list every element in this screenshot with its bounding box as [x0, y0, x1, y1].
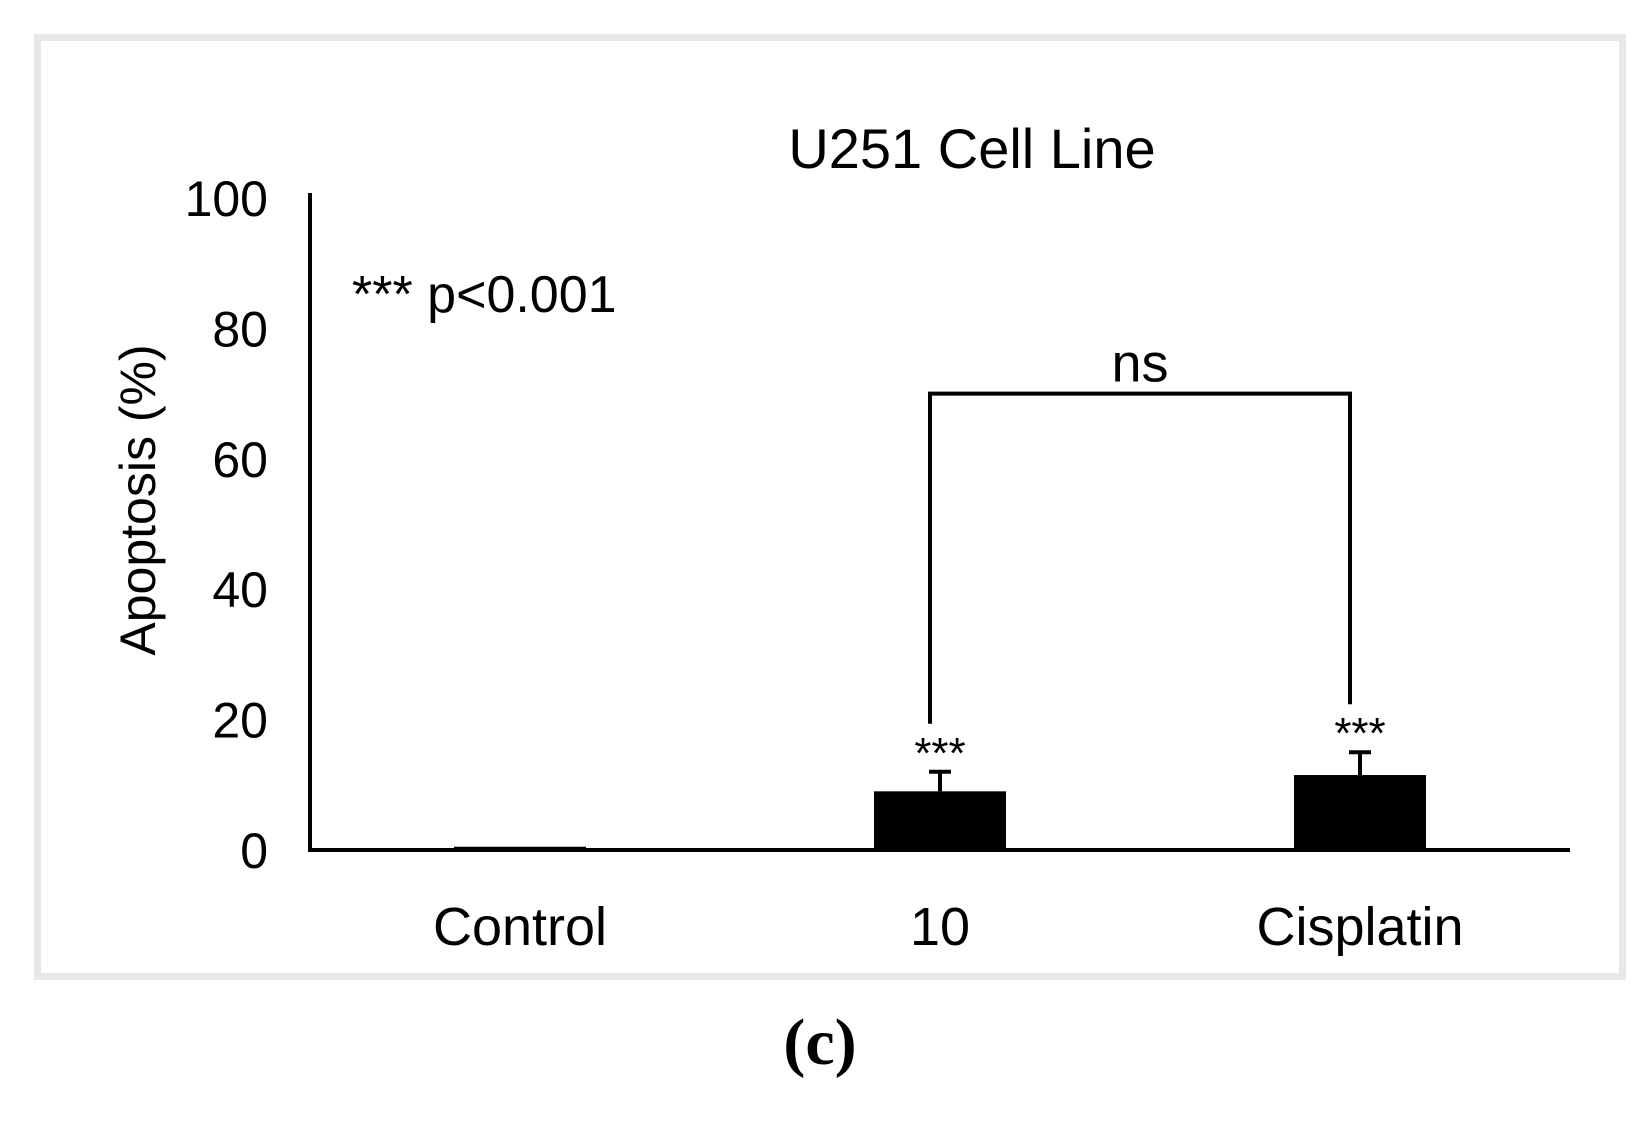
y-tick-label: 0 [240, 823, 268, 879]
y-tick-label: 20 [212, 693, 268, 749]
bar-significance-label: *** [1334, 709, 1385, 758]
significance-note: *** p<0.001 [352, 266, 617, 324]
x-tick-label: Control [433, 897, 607, 957]
x-tick-label: Cisplatin [1256, 897, 1463, 957]
y-tick-label: 60 [212, 432, 268, 488]
y-tick-label: 40 [212, 562, 268, 618]
bar-chart: U251 Cell Line Apoptosis (%) *** p<0.001… [110, 117, 1570, 957]
y-tick-label: 100 [185, 171, 268, 227]
y-axis-label: Apoptosis (%) [110, 344, 166, 655]
bar-significance-labels: *** *** [914, 709, 1385, 778]
y-tick-labels: 0 20 40 60 80 100 [185, 171, 268, 879]
x-tick-labels: Control 10 Cisplatin [433, 897, 1464, 957]
panel-label-close: ) [834, 1006, 857, 1079]
axes [308, 193, 1570, 852]
y-tick-label: 80 [212, 301, 268, 357]
bar-significance-label: *** [914, 729, 965, 778]
bar [874, 791, 1006, 850]
panel-label-open: ( [783, 1006, 806, 1079]
comparison-bracket-line [928, 391, 1352, 724]
x-tick-label: 10 [910, 897, 970, 957]
bar [1294, 775, 1426, 850]
panel-label-letter: c [805, 1006, 835, 1079]
chart-title: U251 Cell Line [788, 117, 1155, 180]
comparison-bracket: ns [928, 334, 1352, 724]
error-bars [929, 750, 1371, 792]
panel-label: (c) [0, 1005, 1640, 1081]
comparison-label: ns [1111, 334, 1168, 394]
